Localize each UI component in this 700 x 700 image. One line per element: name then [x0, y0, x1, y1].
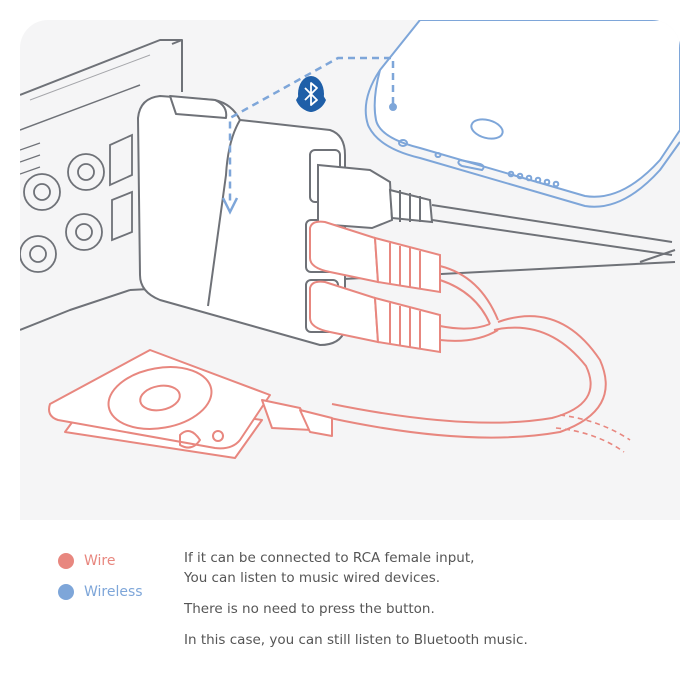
wire-dot — [58, 553, 74, 569]
rca-plugs — [309, 220, 441, 354]
legend-item-wireless: Wireless — [58, 581, 143, 603]
description: If it can be connected to RCA female inp… — [184, 548, 664, 650]
amplifier-vents — [20, 142, 41, 175]
rca-cable — [329, 265, 631, 453]
bluetooth-icon — [296, 76, 326, 112]
note-line-3: There is no need to press the button. — [184, 601, 435, 617]
connection-illustration — [20, 20, 680, 520]
note-line-4: In this case, you can still listen to Bl… — [184, 632, 528, 648]
wire-label: Wire — [84, 553, 116, 569]
smartphone — [364, 20, 680, 208]
illustration-svg — [20, 20, 680, 459]
wireless-label: Wireless — [84, 584, 143, 600]
wireless-path — [228, 56, 395, 205]
aux-plug — [317, 163, 673, 256]
note-line-2: You can listen to music wired devices. — [184, 570, 441, 586]
note-line-1: If it can be connected to RCA female inp… — [184, 550, 475, 566]
music-player — [48, 349, 333, 459]
wireless-arrowhead — [221, 197, 239, 215]
legend-item-wire: Wire — [58, 550, 143, 572]
legend: Wire Wireless — [58, 550, 143, 612]
wireless-dot — [58, 584, 74, 600]
amplifier-sockets — [20, 133, 133, 273]
